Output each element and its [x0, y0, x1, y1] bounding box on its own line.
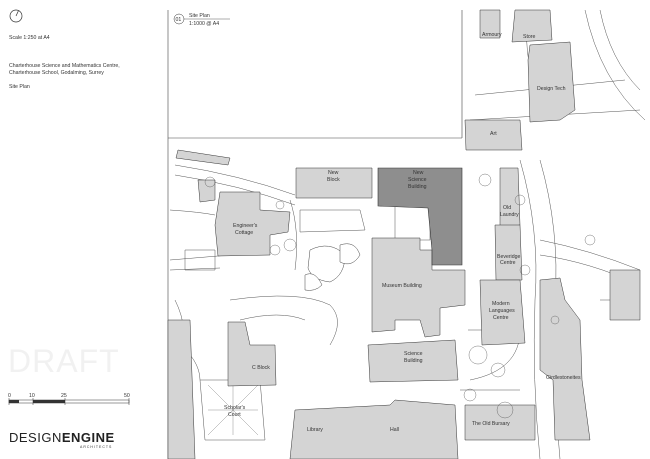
scale-tick-25: 25 [61, 393, 67, 399]
label-engineers-2: Cottage [235, 230, 253, 236]
label-science-1: Science [404, 351, 423, 357]
view-number: 01 [176, 17, 182, 23]
logo-word-design: DESIGN [9, 430, 62, 445]
scale-tick-10: 10 [29, 393, 35, 399]
label-old-laundry-2: Laundry [500, 212, 519, 218]
label-new-science-2: Science [408, 177, 427, 183]
label-art: Art [490, 131, 497, 137]
label-armoury: Armoury [482, 32, 502, 38]
logo-word-engine: ENGINE [61, 430, 115, 445]
scale-bar: 0 10 25 50 [8, 393, 130, 405]
view-scale: 1:1000 @ A4 [189, 21, 219, 27]
sheet-title: Site Plan [9, 84, 30, 90]
label-store: Store [523, 34, 536, 40]
label-mlc-2: Languages [489, 308, 515, 314]
logo-subtitle: ARCHITECTS [80, 445, 113, 449]
draft-watermark: DRAFT [8, 343, 120, 379]
scale-tick-50: 50 [124, 393, 130, 399]
label-c-block: C Block [252, 365, 270, 371]
label-mlc-3: Centre [493, 315, 509, 321]
sheet-scale: Scale 1:250 at A4 [9, 35, 50, 41]
label-mlc-1: Modern [492, 301, 510, 307]
label-new-block-1: New [328, 170, 339, 176]
label-museum: Museum Building [382, 283, 422, 289]
scale-tick-0: 0 [8, 393, 11, 399]
label-design-tech: Design Tech [537, 86, 566, 92]
label-new-science-3: Building [408, 184, 427, 190]
label-beveridge-1: Beveridge [497, 254, 520, 260]
label-library: Library [307, 427, 323, 433]
view-title: Site Plan [189, 13, 210, 19]
label-hall: Hall [390, 427, 399, 433]
label-engineers-1: Engineer's [233, 223, 258, 229]
label-scholars-1: Scholar's [224, 405, 246, 411]
label-beveridge-2: Centre [500, 260, 516, 266]
label-scholars-2: Court [228, 412, 241, 418]
project-title-line2: Charterhouse School, Godalming, Surrey [9, 70, 104, 76]
label-old-laundry-1: Old [503, 205, 511, 211]
project-title-line1: Charterhouse Science and Mathematics Cen… [9, 63, 120, 69]
label-new-science-1: New [413, 170, 424, 176]
north-arrow-icon [9, 9, 23, 23]
label-old-bursary: The Old Bursary [472, 421, 510, 427]
label-new-block-2: Block [327, 177, 340, 183]
label-girdlestoneites: Girdlestoneites [546, 375, 581, 381]
design-engine-logo: DESIGNENGINE [9, 430, 115, 445]
label-science-2: Building [404, 358, 423, 364]
